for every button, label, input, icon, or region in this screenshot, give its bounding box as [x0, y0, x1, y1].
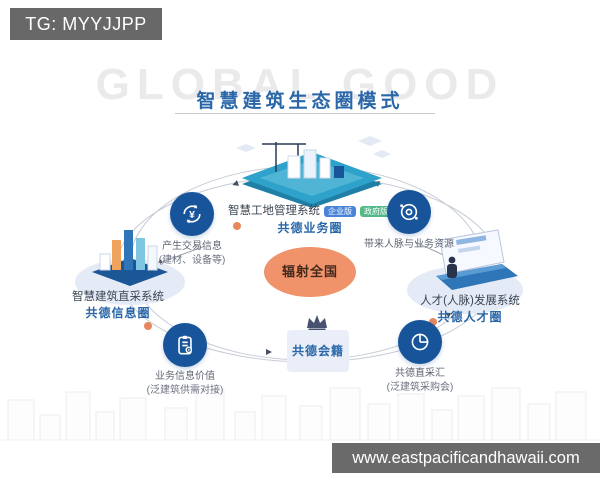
- trade-node-line2: (建材、设备等): [158, 255, 226, 266]
- trade-node-label: 产生交易信息 (建材、设备等): [132, 240, 252, 268]
- membership-box: 共德会籍: [287, 330, 349, 372]
- business-circle-label: 共德业务圈: [277, 221, 343, 235]
- title-underline: [175, 113, 435, 114]
- laptop-icon: [436, 229, 518, 290]
- government-badge: 政府版: [360, 205, 392, 218]
- crane-icon: [262, 142, 306, 172]
- resource-node: [387, 190, 431, 234]
- floating-tiles-icon: [236, 136, 391, 158]
- pie-chart-icon: [411, 333, 429, 351]
- svg-text:¥: ¥: [189, 210, 195, 221]
- orbit-network-icon: [400, 203, 418, 221]
- system-talent-title: 人才(人脉)发展系统: [420, 295, 520, 307]
- trade-node-line1: 产生交易信息: [162, 241, 222, 252]
- system-site-title-row: 智慧工地管理系统 企业版 政府版: [210, 204, 410, 219]
- direct-hub-node-label: 共德直采汇 (泛建筑采购会): [355, 367, 485, 395]
- system-procurement-title: 智慧建筑直采系统: [72, 291, 164, 303]
- information-circle-label: 共德信息圈: [85, 306, 151, 320]
- talent-circle-label: 共德人才圈: [437, 310, 503, 324]
- tg-watermark-badge: TG: MYYJJPP: [10, 8, 162, 40]
- info-value-node: [163, 323, 207, 367]
- system-site-title: 智慧工地管理系统: [228, 205, 320, 217]
- radiate-nationwide-label: 辐射全国: [264, 247, 356, 297]
- info-value-node-label: 业务信息价值 (泛建筑供需对接): [120, 370, 250, 398]
- smart-site-illustration: [236, 136, 391, 208]
- procurement-system-illustration: [75, 230, 185, 305]
- website-watermark-badge: www.eastpacificandhawaii.com: [332, 443, 600, 473]
- currency-cycle-icon: ¥: [183, 204, 201, 224]
- clipboard-gear-icon: [178, 335, 193, 355]
- talent-system-illustration: [407, 229, 523, 314]
- resource-node-label: 带来人脉与业务资源: [339, 238, 479, 252]
- direct-hub-node-line1: 共德直采汇: [395, 368, 445, 379]
- trade-node: ¥: [170, 192, 214, 236]
- bar-chart-buildings-icon: [99, 230, 158, 271]
- background-watermark-text: GLOBAL GOOD: [95, 60, 505, 109]
- buildings-icon: [287, 149, 344, 179]
- info-value-node-line2: (泛建筑供需对接): [146, 385, 224, 396]
- info-value-node-line1: 业务信息价值: [155, 371, 215, 382]
- person-icon: [447, 256, 457, 278]
- resource-node-line1: 带来人脉与业务资源: [364, 239, 454, 250]
- direct-hub-node-line2: (泛建筑采购会): [386, 382, 454, 393]
- ring-waypoint-dots: [144, 222, 437, 330]
- enterprise-badge: 企业版: [324, 205, 356, 218]
- direct-hub-node: [398, 320, 442, 364]
- page-title: 智慧建筑生态圈模式: [196, 91, 404, 112]
- city-skyline: [0, 387, 600, 441]
